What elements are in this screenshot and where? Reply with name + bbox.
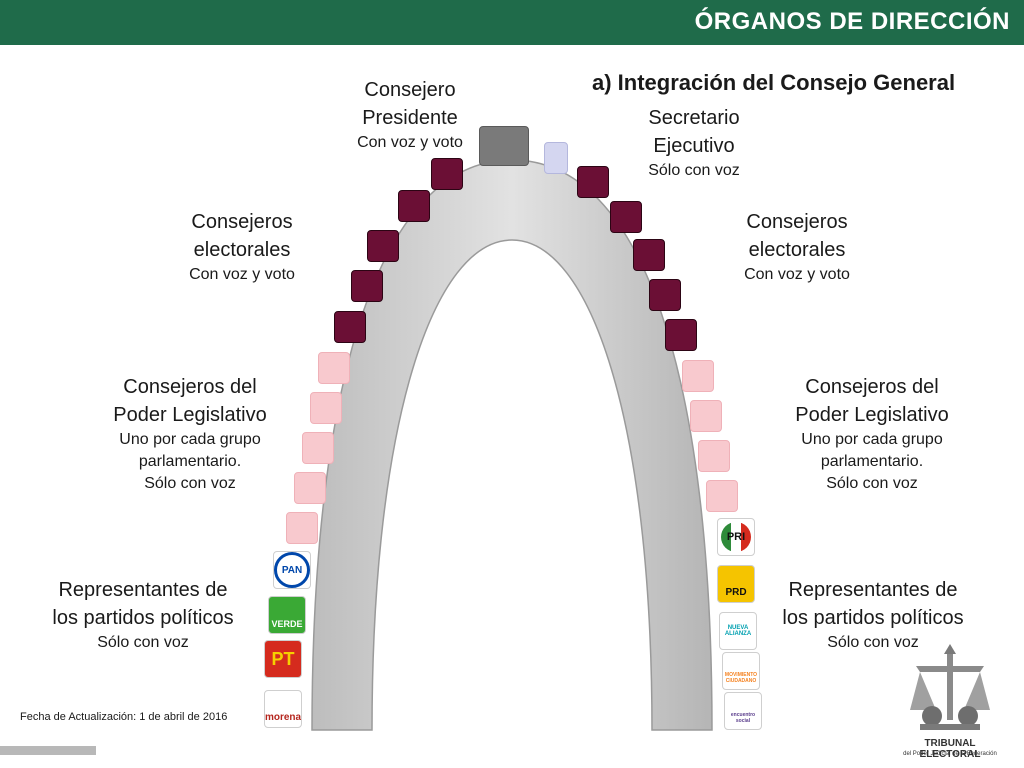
party-logo-verde: VERDE bbox=[268, 596, 306, 634]
pan-icon: PAN bbox=[274, 552, 310, 588]
seat-legislativo bbox=[294, 472, 326, 504]
seat-electoral bbox=[665, 319, 697, 351]
label-electorales-left: Consejeros electorales Con voz y voto bbox=[189, 211, 295, 283]
seat-legislativo bbox=[286, 512, 318, 544]
seat-legislativo bbox=[706, 480, 738, 512]
party-logo-encuentro-social: encuentro social bbox=[724, 692, 762, 730]
label-presidente: Consejero Presidente Con voz y voto bbox=[357, 79, 463, 151]
seat-electoral bbox=[398, 190, 430, 222]
header-bar: ÓRGANOS DE DIRECCIÓN bbox=[0, 0, 1024, 45]
party-logo-pri: PRI bbox=[717, 518, 755, 556]
arch-shape bbox=[311, 159, 713, 731]
seat-secretario bbox=[544, 142, 568, 174]
seat-electoral bbox=[610, 201, 642, 233]
update-date: Fecha de Actualización: 1 de abril de 20… bbox=[20, 711, 228, 723]
seat-legislativo bbox=[318, 352, 350, 384]
seat-electoral bbox=[431, 158, 463, 190]
seat-electoral bbox=[577, 166, 609, 198]
seat-electoral bbox=[351, 270, 383, 302]
label-partidos-left: Representantes de los partidos políticos… bbox=[52, 579, 234, 651]
seat-electoral bbox=[633, 239, 665, 271]
label-legislativo-left: Consejeros del Poder Legislativo Uno por… bbox=[113, 376, 267, 492]
party-logo-pan: PAN bbox=[273, 551, 311, 589]
label-secretario: Secretario Ejecutivo Sólo con voz bbox=[648, 107, 740, 179]
party-logo-morena: morena bbox=[264, 690, 302, 728]
pri-icon: PRI bbox=[721, 522, 751, 552]
seat-electoral bbox=[649, 279, 681, 311]
party-logo-nueva-alianza: NUEVA ALIANZA bbox=[719, 612, 757, 650]
tribunal-subname: del Poder Judicial de la Federación bbox=[903, 751, 997, 757]
seat-legislativo bbox=[682, 360, 714, 392]
label-legislativo-right: Consejeros del Poder Legislativo Uno por… bbox=[795, 376, 949, 492]
header-title: ÓRGANOS DE DIRECCIÓN bbox=[694, 8, 1010, 35]
party-logo-prd: PRD bbox=[717, 565, 755, 603]
seat-legislativo bbox=[698, 440, 730, 472]
tribunal-name: TRIBUNAL ELECTORAL bbox=[919, 738, 981, 760]
seat-presidente bbox=[479, 126, 529, 166]
party-logo-pt: PT bbox=[264, 640, 302, 678]
tribunal-emblem-icon bbox=[910, 644, 990, 730]
label-partidos-right: Representantes de los partidos políticos… bbox=[782, 579, 964, 651]
seat-electoral bbox=[367, 230, 399, 262]
footer-bar bbox=[0, 746, 96, 755]
seat-electoral bbox=[334, 311, 366, 343]
seat-legislativo bbox=[690, 400, 722, 432]
diagram-subtitle: a) Integración del Consejo General bbox=[592, 70, 956, 95]
seat-legislativo bbox=[310, 392, 342, 424]
label-electorales-right: Consejeros electorales Con voz y voto bbox=[744, 211, 850, 283]
seat-legislativo bbox=[302, 432, 334, 464]
party-logo-movimiento-ciudadano: MOVIMIENTO CIUDADANO bbox=[722, 652, 760, 690]
